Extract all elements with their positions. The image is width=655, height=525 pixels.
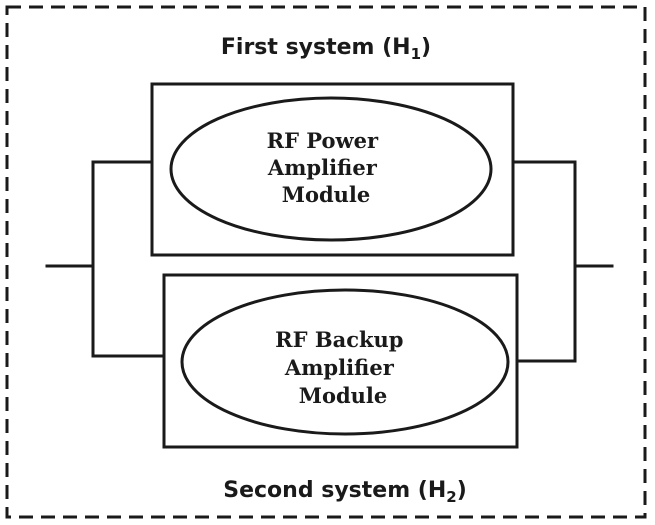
rf-backup-amplifier-module-oval: [180, 288, 510, 436]
rf-power-amplifier-module-label: RF Power Amplifier Module: [267, 128, 386, 207]
input-wiring: [45, 160, 166, 358]
rf-power-amplifier-module-oval: [169, 96, 493, 242]
output-wiring: [511, 160, 614, 363]
second-system-block: RF Backup Amplifier Module: [162, 273, 519, 449]
rf-backup-amplifier-module-label: RF Backup Amplifier Module: [275, 327, 411, 408]
second-system-caption: Second system (H2): [223, 478, 467, 506]
first-system-block: RF Power Amplifier Module: [150, 82, 515, 257]
outer-dashed-frame: [5, 5, 647, 519]
first-system-caption: First system (H1): [221, 35, 431, 63]
